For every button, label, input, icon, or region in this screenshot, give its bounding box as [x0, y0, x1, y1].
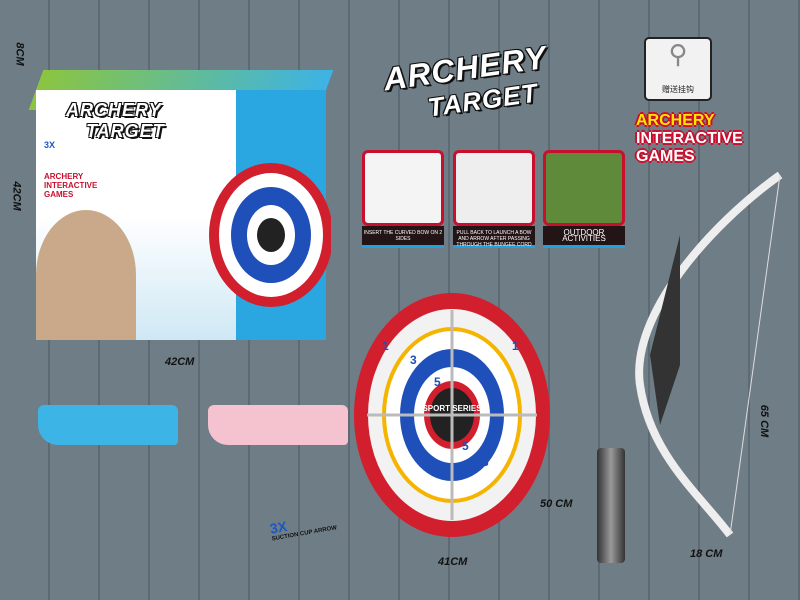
panel-insert: INSERT THE CURVED BOW ON 2 SIDES: [362, 150, 444, 248]
box-logo-line1: ARCHERY: [66, 100, 162, 120]
dim-box-height: 42CM: [10, 181, 23, 211]
pink-gun: [208, 405, 348, 445]
target-center-label: SPORT SERIES: [422, 404, 482, 413]
dim-bow-width: 18 CM: [690, 548, 723, 560]
hook-label: 赠送挂钩: [662, 85, 694, 94]
box-tag2: INTERACTIVE: [44, 181, 98, 190]
target-score: 5: [434, 375, 441, 389]
dim-target-width: 41CM: [438, 556, 468, 568]
panel-caption: INSERT THE CURVED BOW ON 2 SIDES: [362, 226, 444, 248]
panel-caption: PULL BACK TO LAUNCH A BOW AND ARROW AFTE…: [453, 226, 535, 248]
dim-bow-height: 65 CM: [758, 404, 771, 438]
bow: [635, 171, 783, 538]
box-tag3: GAMES: [44, 190, 74, 199]
target-score: 1: [512, 339, 519, 353]
dim-quiver-height: 50 CM: [540, 498, 573, 510]
target-score: 3: [482, 455, 489, 469]
quiver: [597, 448, 625, 563]
main-logo: ARCHERY TARGET: [381, 39, 554, 129]
blue-gun: [38, 405, 178, 445]
target-score: 5: [462, 439, 469, 453]
hook-card: ⚲ 赠送挂钩: [644, 37, 712, 101]
suction-badge: 3X SUCTION CUP ARROW: [269, 509, 338, 543]
panel-pull: PULL BACK TO LAUNCH A BOW AND ARROW AFTE…: [453, 150, 535, 248]
box-target-image: [209, 163, 331, 307]
tagline-line2: INTERACTIVE: [636, 130, 743, 147]
box-logo-line2: TARGET: [86, 121, 165, 141]
hook-icon: ⚲: [668, 39, 688, 69]
target-score: 1: [382, 339, 389, 353]
target-score: 3: [410, 353, 417, 367]
dim-box-depth: 8CM: [13, 42, 26, 66]
box-badge: 3X: [44, 140, 56, 150]
panel-caption: OUTDOOR ACTIVITIES: [543, 226, 625, 248]
tagline-line1: ARCHERY: [636, 112, 715, 129]
panel-outdoor: OUTDOOR ACTIVITIES: [543, 150, 625, 248]
tagline: ARCHERY INTERACTIVE GAMES: [636, 112, 743, 166]
boy-image: [36, 210, 136, 340]
box-tag1: ARCHERY: [44, 172, 84, 181]
tagline-line3: GAMES: [636, 148, 695, 165]
target: SPORT SERIES 3 1 5 5 3 1: [354, 293, 550, 537]
dim-box-width: 42CM: [165, 356, 195, 368]
